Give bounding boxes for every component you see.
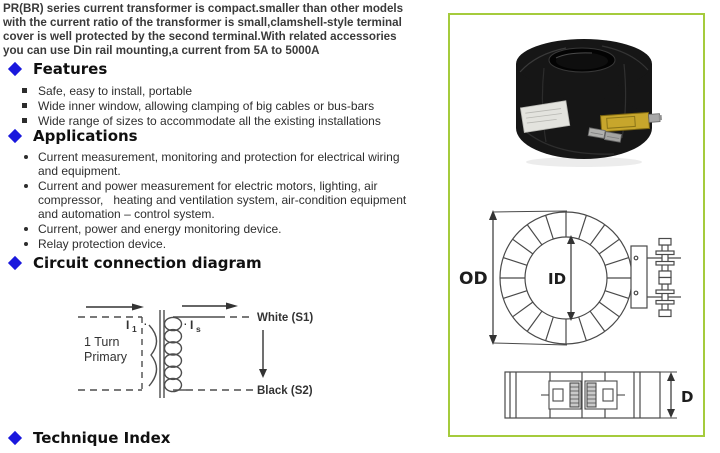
square-bullet-icon	[22, 118, 27, 123]
primary-current-symbol: I	[126, 318, 129, 332]
primary-turns-label-line2: Primary	[84, 350, 128, 364]
application-text: Current and power measurement for electr…	[38, 179, 378, 193]
intro-line: with the current ratio of the transforme…	[3, 16, 402, 29]
diamond-bullet-icon	[7, 128, 23, 144]
intro-line: PR(BR) series current transformer is com…	[3, 2, 404, 15]
terminal-bolts	[587, 127, 623, 143]
d-dimension: D	[660, 371, 693, 419]
screw-left	[541, 380, 582, 410]
round-bullet-icon	[24, 184, 28, 188]
product-label	[519, 100, 571, 134]
id-label: ID	[548, 270, 566, 288]
section-title: Applications	[33, 127, 138, 145]
application-text: and automation – control system.	[38, 207, 215, 221]
round-bullet-icon	[24, 242, 28, 246]
id-dimension: ID	[548, 235, 575, 321]
intro-paragraph: PR(BR) series current transformer is com…	[3, 2, 403, 58]
secondary-polarity-dot: ·	[183, 315, 188, 331]
product-photo	[516, 39, 662, 167]
feature-item: Wide inner window, allowing clamping of …	[38, 99, 374, 114]
feature-item: Safe, easy to install, portable	[38, 84, 192, 99]
feature-text: Safe, easy to install, portable	[38, 84, 193, 98]
front-view-drawing: OD ID	[459, 210, 681, 346]
application-text: Current, power and energy monitoring dev…	[38, 222, 282, 236]
secondary-current-symbol: I	[190, 318, 193, 332]
od-dimension: OD	[459, 210, 568, 346]
od-label: OD	[459, 269, 488, 289]
section-heading-features: Features	[0, 60, 107, 78]
terminal-block	[587, 111, 662, 143]
section-title: Circuit connection diagram	[33, 254, 262, 272]
application-text: Current measurement, monitoring and prot…	[38, 150, 400, 164]
application-item: Current and power measurement for electr…	[38, 179, 406, 221]
application-text: and equipment.	[38, 164, 121, 178]
round-bullet-icon	[24, 155, 28, 159]
intro-line: you can use Din rail mounting,a current …	[3, 44, 320, 57]
terminal-stud-bottom	[647, 276, 681, 318]
primary-polarity-dot: ·	[143, 315, 148, 331]
section-title: Technique Index	[33, 429, 171, 447]
square-bullet-icon	[22, 103, 27, 108]
diamond-bullet-icon	[7, 430, 23, 446]
section-title: Features	[33, 60, 108, 78]
diamond-bullet-icon	[7, 61, 23, 77]
feature-text: Wide range of sizes to accommodate all t…	[38, 114, 381, 128]
round-bullet-icon	[24, 227, 28, 231]
white-terminal-label: White (S1)	[257, 312, 313, 324]
center-hole	[548, 47, 616, 73]
terminal-stud-top	[647, 237, 681, 279]
body-outline	[504, 371, 661, 419]
feature-text: Wide inner window, allowing clamping of …	[38, 99, 375, 113]
square-bullet-icon	[22, 88, 27, 93]
application-text: Relay protection device.	[38, 237, 167, 251]
primary-turns-label-line1: 1 Turn	[84, 335, 119, 349]
secondary-current-subscript: s	[196, 324, 201, 334]
section-heading-circuit: Circuit connection diagram	[0, 254, 262, 272]
d-label: D	[681, 388, 693, 406]
photo-shadow	[526, 157, 642, 167]
feature-item: Wide range of sizes to accommodate all t…	[38, 114, 381, 129]
application-item: Current measurement, monitoring and prot…	[38, 150, 400, 178]
primary-current-subscript: 1	[132, 324, 137, 334]
current-arrows	[86, 302, 267, 378]
section-heading-technique: Technique Index	[0, 429, 170, 447]
circuit-diagram: I 1 · · I s 1 Turn Primary White (S1) Bl…	[78, 302, 313, 398]
side-view-drawing: D	[504, 371, 693, 419]
diamond-bullet-icon	[7, 255, 23, 271]
application-text: compressor, heating and ventilation syst…	[38, 193, 407, 207]
circuit-wires	[78, 310, 254, 398]
black-terminal-label: Black (S2)	[257, 385, 313, 397]
application-item: Current, power and energy monitoring dev…	[38, 222, 281, 236]
terminal-block-drawing	[630, 237, 681, 318]
application-item: Relay protection device.	[38, 237, 166, 251]
intro-line: cover is well protected by the second te…	[3, 30, 397, 43]
screw-right	[584, 380, 625, 410]
section-heading-applications: Applications	[0, 127, 138, 145]
